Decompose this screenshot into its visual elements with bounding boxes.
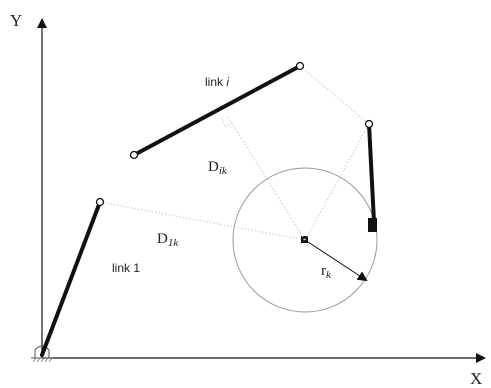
link-i-label: link i [205,75,229,89]
end-effector [368,218,377,232]
end-link-joint [364,119,374,129]
right-angle-marker [221,118,233,127]
d1k-line [99,201,306,241]
link-i-joint-end [295,61,305,71]
link-1-bar [40,200,102,357]
base-joint-icon [31,345,53,363]
distance-lines [99,65,370,241]
r-k-label: rk [321,263,332,281]
d-ik-label: Dik [208,159,228,177]
d-1k-label: D1k [157,231,179,249]
link-i-joint-start [129,150,139,160]
end-link-bar [367,122,376,224]
link-i-bar [132,64,302,157]
link-1-joint [95,197,105,207]
x-axis-label: X [470,369,482,388]
obstacle-circle [232,167,378,313]
link-1-label: link 1 [112,261,140,275]
y-axis-label: Y [10,11,22,30]
radius-arrow [304,239,368,282]
dik-line [227,116,306,241]
